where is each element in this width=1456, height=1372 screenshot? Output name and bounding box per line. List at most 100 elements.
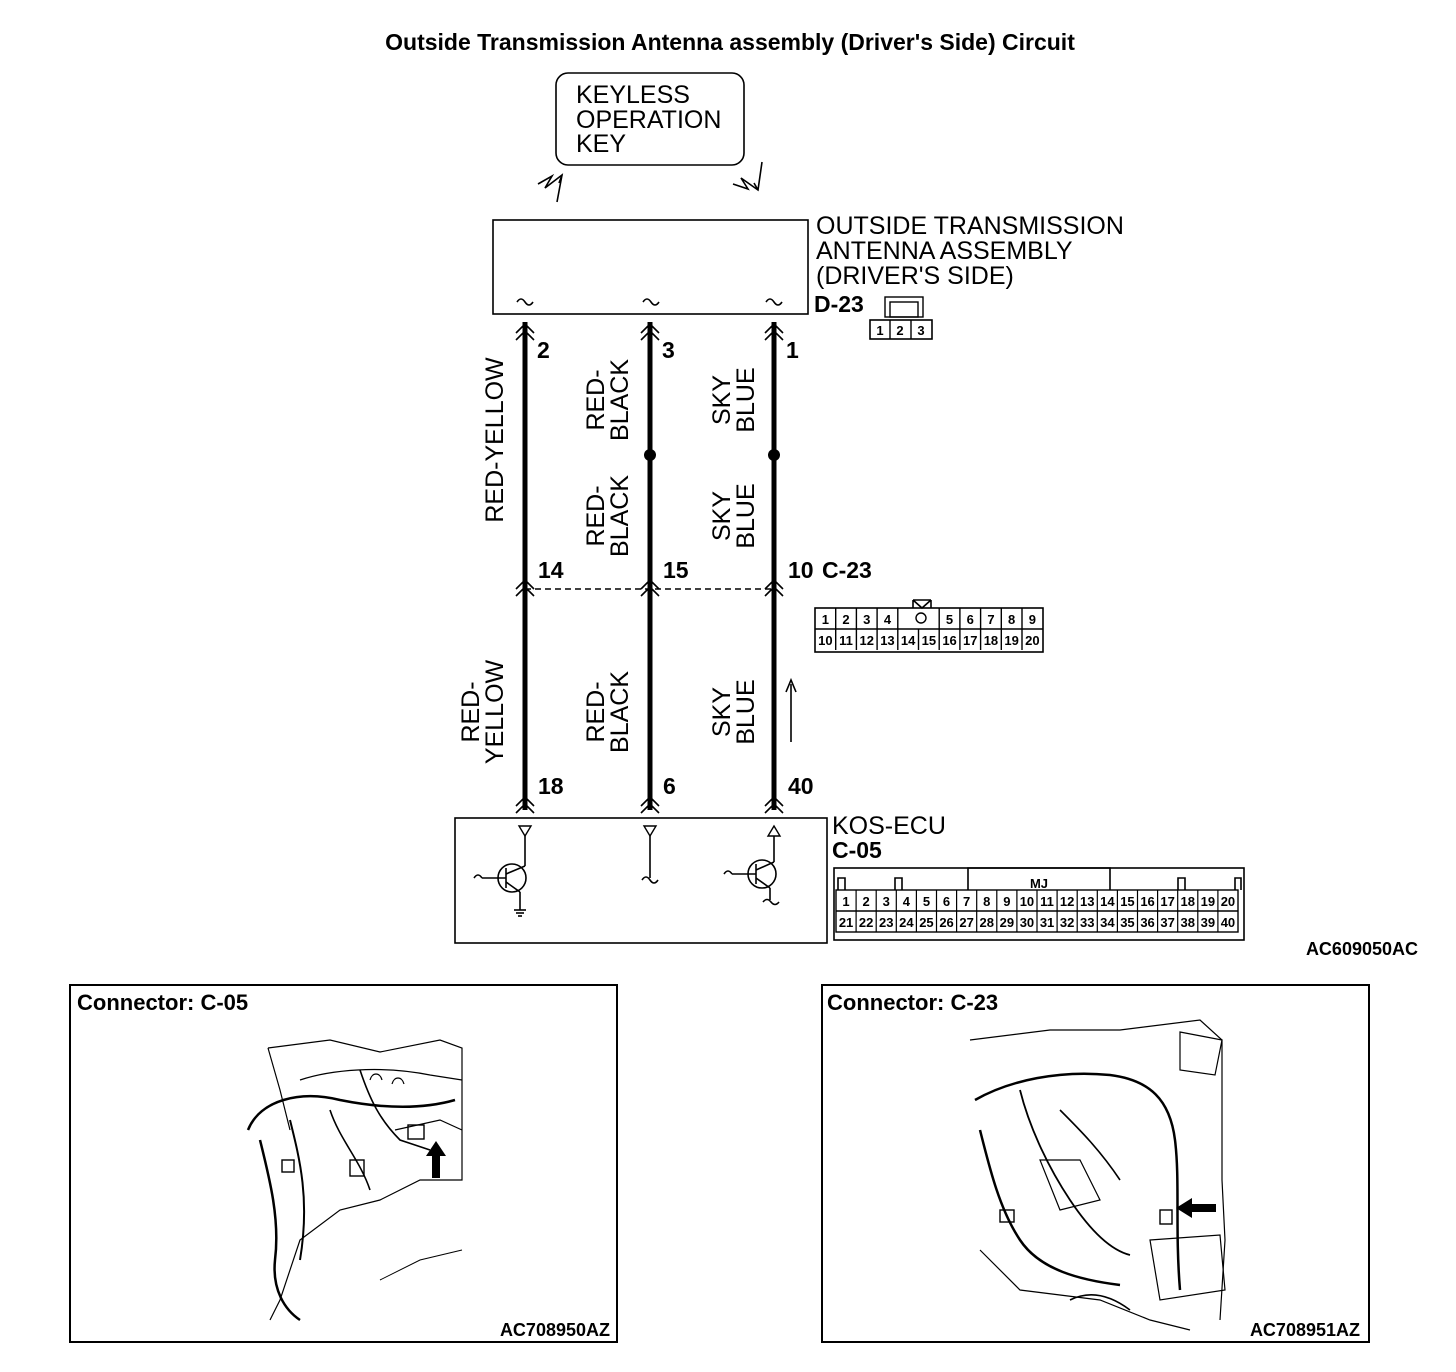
c23-cell: 11 (839, 633, 853, 648)
bottom-pin-wire-2: 6 (663, 773, 676, 799)
panel-c05-title: Connector: C-05 (77, 990, 248, 1015)
c05-cell: 36 (1140, 915, 1154, 930)
arrow-icon-c05 (426, 1141, 446, 1178)
c23-cell: 10 (818, 633, 832, 648)
c23-cell: 19 (1004, 633, 1018, 648)
d23-connector-symbol: 1 2 3 (869, 296, 933, 340)
c05-cell: 39 (1201, 915, 1215, 930)
c05-cell: 29 (1000, 915, 1014, 930)
c05-cell: 30 (1020, 915, 1034, 930)
c05-cell: 25 (919, 915, 933, 930)
ecu-internal-circuits (473, 824, 782, 917)
c05-cell: 26 (939, 915, 953, 930)
keyless-key-line-3: KEY (576, 130, 626, 158)
c23-cell: 4 (884, 612, 892, 627)
c05-cell: 20 (1221, 894, 1235, 909)
c23-cell: 6 (967, 612, 974, 627)
c05-cell: 9 (1003, 894, 1010, 909)
top-pin-wire-3: 1 (786, 337, 799, 363)
c23-cell: 13 (880, 633, 894, 648)
wire-2-lower-color-line-1: RED- (582, 681, 610, 742)
wire-2-mid-color-line-2: BLACK (606, 475, 634, 557)
wire-3-upper-color-line-2: BLUE (732, 367, 760, 432)
c05-cell: 7 (963, 894, 970, 909)
c23-cell: 14 (901, 633, 916, 648)
diagram-code: AC609050AC (1306, 939, 1418, 959)
c05-cell: 24 (899, 915, 914, 930)
wire-3-lower-color-line-1: SKY (708, 687, 736, 737)
c23-cell: 8 (1008, 612, 1015, 627)
wire-3-mid-color-line-1: SKY (708, 491, 736, 541)
c05-cell: 34 (1100, 915, 1115, 930)
c05-cell: 15 (1120, 894, 1134, 909)
c05-cell: 18 (1181, 894, 1195, 909)
c05-cell: 27 (959, 915, 973, 930)
d23-pin-3: 3 (917, 323, 924, 338)
c05-cell: 12 (1060, 894, 1074, 909)
c05-cell: 32 (1060, 915, 1074, 930)
wire-2-lower-color-line-2: BLACK (606, 671, 634, 753)
top-connector-chevrons (515, 322, 784, 341)
c05-cell: 16 (1140, 894, 1154, 909)
dashboard-harness-illustration-c05 (246, 1039, 463, 1322)
top-pin-wire-2: 3 (662, 337, 675, 363)
wire-3-upper-color-line-1: SKY (708, 375, 736, 425)
c05-cell: 3 (883, 894, 890, 909)
wire-1-lower-color-line-2: YELLOW (481, 659, 509, 764)
ecu-name: KOS-ECU (832, 812, 946, 840)
c05-cell: 4 (903, 894, 911, 909)
mid-pin-wire-1: 14 (538, 557, 564, 583)
wire-1-lower-color-line-1: RED- (457, 681, 485, 742)
c23-cell: 7 (987, 612, 994, 627)
radio-wave-icon-right (732, 161, 763, 192)
c05-cell: 35 (1120, 915, 1134, 930)
c05-cell: 5 (923, 894, 930, 909)
top-pin-wire-1: 2 (537, 337, 550, 363)
d23-pin-2: 2 (896, 323, 903, 338)
wire-2-upper-color-line-1: RED- (582, 369, 610, 430)
c23-cell: 9 (1029, 612, 1036, 627)
antenna-terminal-1 (516, 298, 534, 306)
c23-cell: 1 (822, 612, 829, 627)
antenna-label-line-3: (DRIVER'S SIDE) (816, 262, 1014, 290)
c05-header-label: MJ (1030, 876, 1048, 891)
bottom-pin-wire-3: 40 (788, 773, 814, 799)
c23-cell: 17 (963, 633, 977, 648)
c05-cell: 31 (1040, 915, 1054, 930)
antenna-label-line-1: OUTSIDE TRANSMISSION (816, 212, 1124, 240)
splice-dot-red-black (644, 449, 656, 461)
c05-cell: 37 (1160, 915, 1174, 930)
panel-c23-code: AC708951AZ (1250, 1320, 1360, 1340)
wire-3-lower-color-line-2: BLUE (732, 679, 760, 744)
keyless-key-line-2: OPERATION (576, 106, 721, 134)
c05-cell: 6 (943, 894, 950, 909)
diagram-title: Outside Transmission Antenna assembly (D… (385, 29, 1075, 55)
c05-cell: 2 (863, 894, 870, 909)
c05-cell: 21 (839, 915, 853, 930)
c05-cell: 14 (1100, 894, 1115, 909)
kos-ecu-box (454, 817, 828, 944)
d23-pin-1: 1 (876, 323, 883, 338)
c05-cell: 28 (980, 915, 994, 930)
connector-panel-c05: Connector: C-05 AC708950AZ (69, 984, 618, 1343)
mid-connector-chevrons (515, 578, 784, 597)
c23-connector-name: C-23 (822, 557, 872, 583)
bottom-pin-wire-1: 18 (538, 773, 564, 799)
dashboard-harness-illustration-c23 (969, 1019, 1226, 1331)
keyless-key-line-1: KEYLESS (576, 81, 690, 109)
c05-cell: 19 (1201, 894, 1215, 909)
antenna-connector-name: D-23 (814, 291, 864, 317)
panel-c05-code: AC708950AZ (500, 1320, 610, 1340)
antenna-terminal-2 (642, 298, 660, 306)
wire-3-mid-color-line-2: BLUE (732, 483, 760, 548)
wire-2-mid-color-line-1: RED- (582, 485, 610, 546)
arrow-icon-c23 (1176, 1198, 1216, 1218)
mid-pin-wire-3: 10 (788, 557, 814, 583)
c23-cell: 5 (946, 612, 953, 627)
c23-cell: 15 (922, 633, 936, 648)
wire-2-upper-color-line-2: BLACK (606, 359, 634, 441)
c23-cell: 3 (863, 612, 870, 627)
c05-cell: 38 (1181, 915, 1195, 930)
